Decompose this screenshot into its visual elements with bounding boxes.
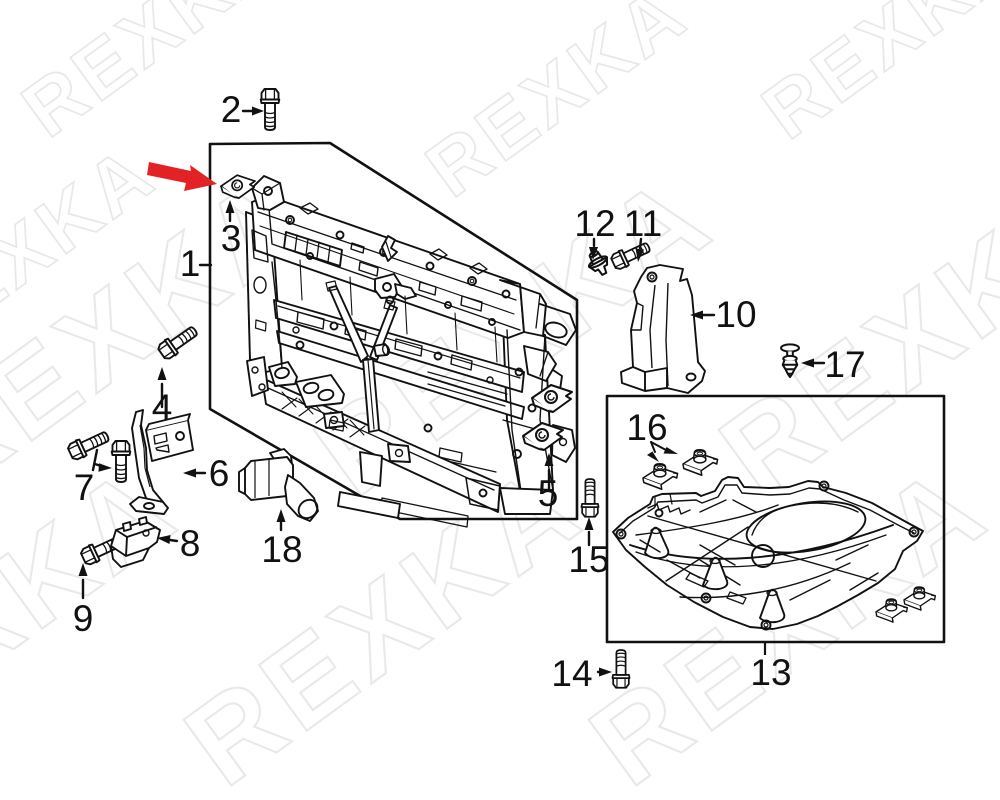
svg-text:8: 8 xyxy=(180,523,201,564)
svg-text:18: 18 xyxy=(261,529,302,570)
svg-text:11: 11 xyxy=(624,203,662,244)
svg-text:13: 13 xyxy=(750,652,791,693)
svg-text:3: 3 xyxy=(221,218,242,259)
svg-text:10: 10 xyxy=(715,294,756,335)
svg-text:9: 9 xyxy=(73,598,94,639)
svg-text:2: 2 xyxy=(221,89,242,130)
svg-text:17: 17 xyxy=(824,344,865,385)
svg-text:12: 12 xyxy=(574,203,615,244)
svg-text:5: 5 xyxy=(538,473,559,514)
svg-text:7: 7 xyxy=(74,467,95,508)
svg-text:1: 1 xyxy=(180,243,201,284)
svg-text:14: 14 xyxy=(551,653,592,694)
svg-text:16: 16 xyxy=(626,407,667,448)
svg-text:6: 6 xyxy=(209,453,230,494)
